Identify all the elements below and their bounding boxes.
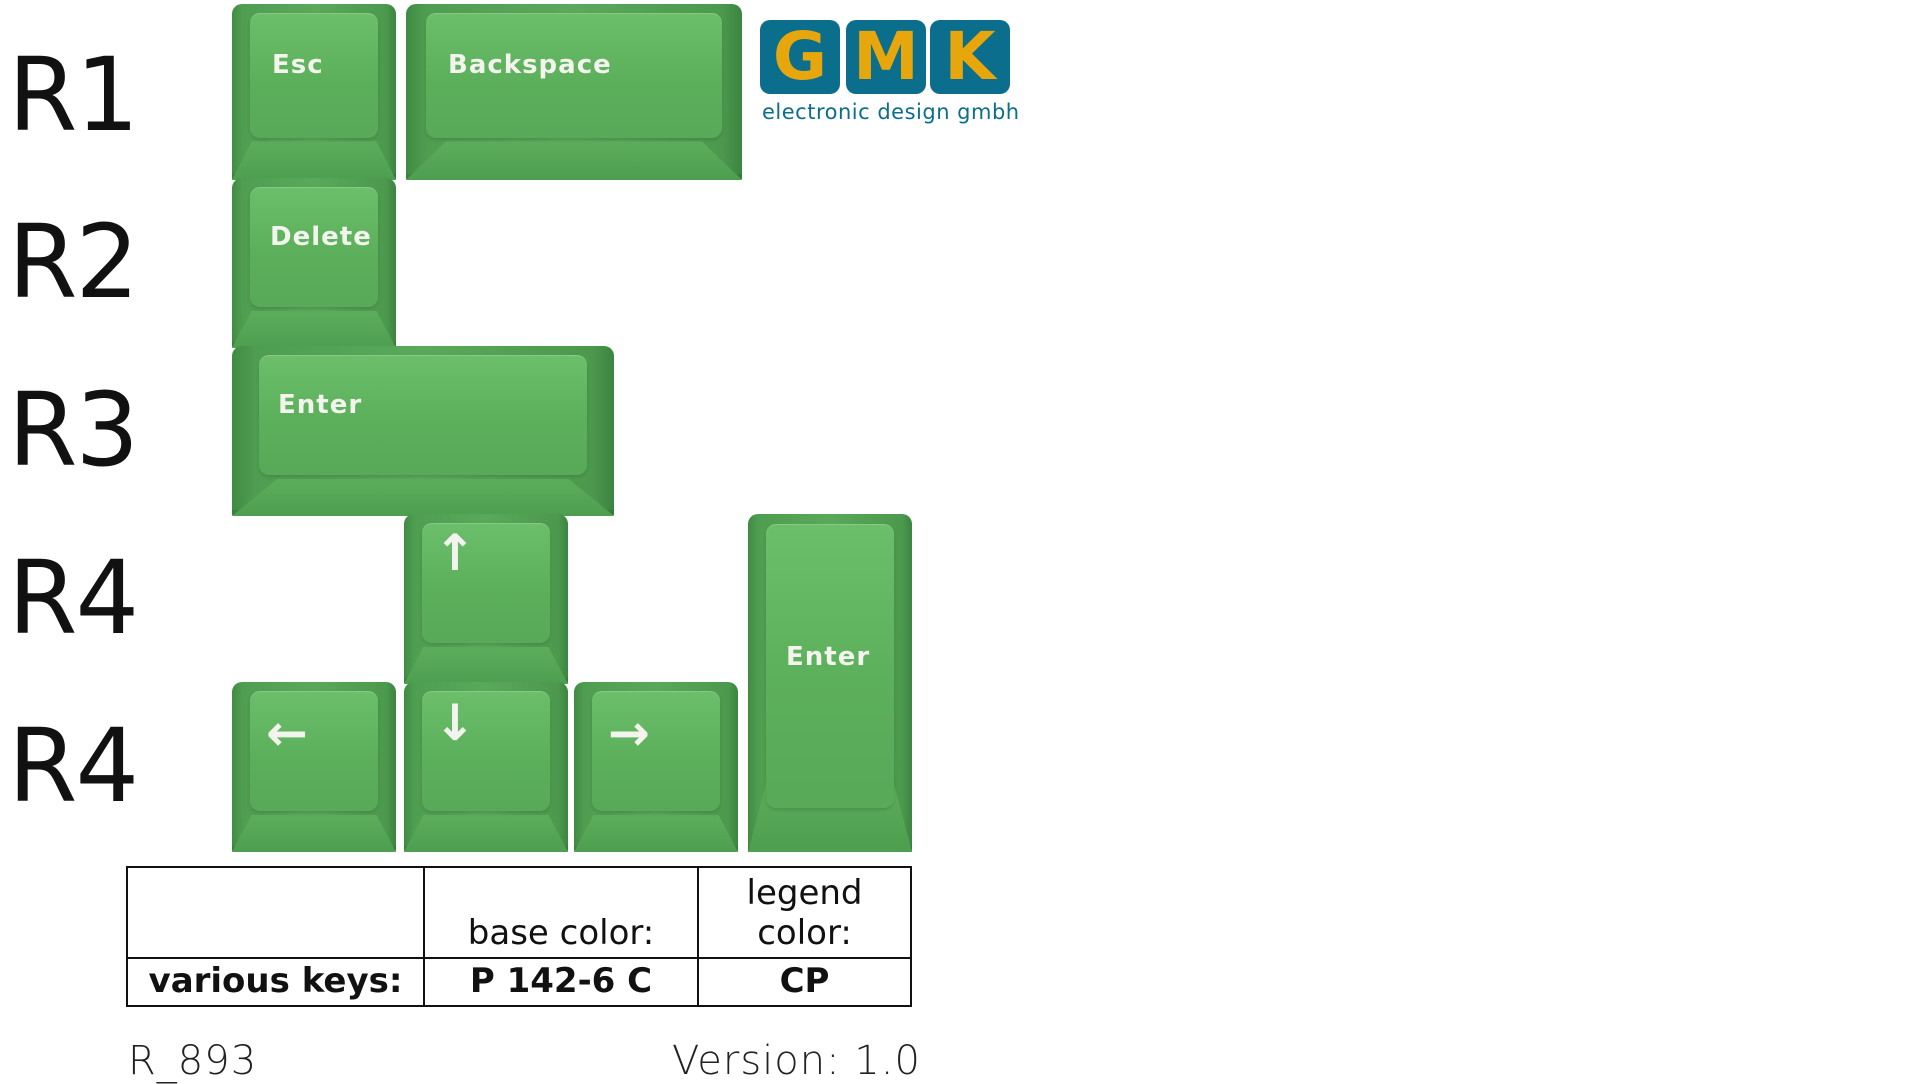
keycap-esc: Esc	[232, 4, 396, 180]
table-header-cell: base color:	[423, 866, 699, 959]
keycap-legend: Backspace	[448, 50, 612, 80]
row-label-r4-upper: R4	[8, 539, 139, 658]
keycap-legend: Enter	[278, 390, 363, 420]
keycap-arrow-up: ↑	[404, 514, 568, 684]
keycap-legend: Enter	[786, 642, 871, 672]
keycap-arrow-left: ←	[232, 682, 396, 852]
keycap-enter-wide: Enter	[232, 346, 614, 516]
logo-letter-k: K	[930, 20, 1010, 94]
logo-letter-g: G	[760, 20, 840, 94]
table-cell: CP	[697, 956, 912, 1008]
color-spec-table: base color: legend color: various keys: …	[126, 866, 912, 1008]
logo-letter-m: M	[846, 20, 926, 94]
row-label-r4-lower: R4	[8, 707, 139, 826]
keycap-legend: Esc	[272, 50, 324, 80]
table-header-row: base color: legend color:	[126, 866, 912, 959]
table-cell: P 142-6 C	[423, 956, 699, 1008]
keycap-arrow-down: ↓	[404, 682, 568, 852]
row-label-r1: R1	[8, 36, 139, 155]
keycap-backspace: Backspace	[406, 4, 742, 180]
keycap-arrow-right: →	[574, 682, 738, 852]
keycap-delete: Delete	[232, 178, 396, 348]
arrow-right-icon: →	[608, 704, 651, 762]
row-label-r2: R2	[8, 203, 139, 322]
version-label: Version: 1.0	[672, 1038, 921, 1084]
table-row: various keys: P 142-6 C CP	[126, 956, 912, 1008]
keycap-legend: Delete	[270, 222, 372, 252]
arrow-up-icon: ↑	[434, 524, 477, 582]
table-header-cell	[126, 866, 425, 959]
logo-tagline: electronic design gmbh	[762, 100, 1020, 124]
table-header-cell: legend color:	[697, 866, 912, 959]
table-cell: various keys:	[126, 956, 425, 1008]
arrow-down-icon: ↓	[434, 694, 477, 752]
keycap-enter-tall: Enter	[748, 514, 912, 852]
arrow-left-icon: ←	[266, 704, 309, 762]
part-code: R_893	[128, 1038, 258, 1084]
row-label-r3: R3	[8, 371, 139, 490]
